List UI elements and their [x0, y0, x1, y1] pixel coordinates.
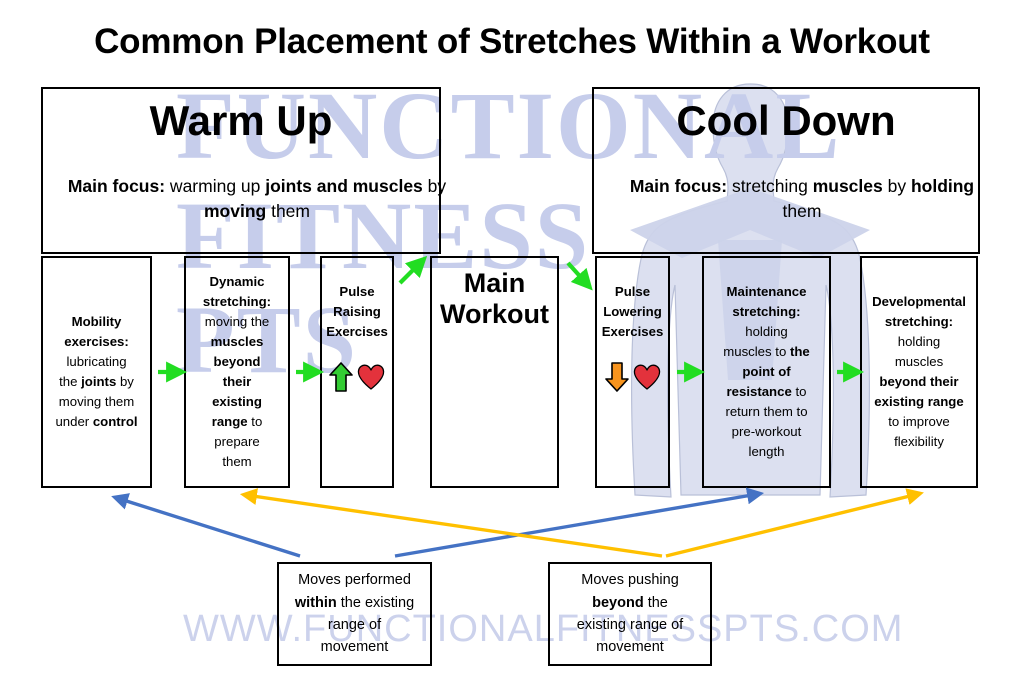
cooldown-focus-b1: muscles — [812, 176, 883, 196]
dynamic-l8a: range — [211, 414, 248, 430]
cap-beyond-l3: existing range of — [576, 617, 684, 633]
step-pulse-lowering-exercises[interactable]: Pulse Lowering Exercises — [595, 256, 670, 488]
red-heart-icon — [357, 364, 385, 390]
red-heart-icon — [633, 364, 660, 390]
main-workout-l2: Workout — [440, 299, 549, 330]
warmup-heading: Warm Up — [41, 100, 441, 142]
cooldown-heading: Cool Down — [592, 100, 980, 142]
maint-l4a: muscles to — [723, 343, 790, 359]
mobility-l6a: under — [55, 414, 93, 430]
step-mobility-exercises[interactable]: Mobility exercises: lubricating the join… — [41, 256, 152, 488]
pulse-raise-l1: Pulse — [339, 284, 375, 299]
dynamic-l10: them — [222, 454, 252, 470]
arrow-beyond-to-dynamic — [239, 488, 663, 558]
step-dynamic-stretching[interactable]: Dynamic stretching: moving the muscles b… — [184, 256, 290, 488]
arrow-beyond-to-developmental — [665, 488, 924, 558]
dynamic-l8b: to — [247, 414, 263, 430]
maint-l3: holding — [745, 323, 788, 339]
dev-l6: existing range — [874, 394, 964, 410]
maint-title-l1: Maintenance — [726, 283, 807, 299]
warmup-focus-b2: moving — [203, 200, 267, 221]
warmup-focus-t1: warming up — [165, 176, 266, 196]
step-pulse-raising-exercises[interactable]: Pulse Raising Exercises — [320, 256, 394, 488]
orange-down-arrow-icon — [604, 362, 629, 392]
warmup-focus-t3: them — [266, 200, 310, 221]
cooldown-focus-label: Main focus: — [629, 176, 728, 196]
caption-beyond-range[interactable]: Moves pushing beyond the existing range … — [548, 562, 712, 666]
cooldown-focus-b2: holding — [910, 176, 975, 196]
maint-l6a: resistance — [726, 384, 792, 400]
cooldown-focus: Main focus: stretching muscles by holdin… — [629, 176, 975, 221]
link-arrows — [111, 487, 924, 558]
step-maintenance-stretching[interactable]: Maintenance stretching: holding muscles … — [702, 256, 831, 488]
dynamic-l4: muscles — [210, 333, 264, 349]
dynamic-l7: existing — [212, 394, 262, 410]
warmup-section-frame — [41, 87, 441, 254]
arrow-within-to-maintenance — [394, 487, 765, 558]
mobility-title-l1: Mobility — [71, 313, 122, 329]
maint-title-l2: stretching: — [732, 303, 801, 319]
dynamic-l5: beyond — [213, 353, 261, 369]
mobility-title-l2: exercises: — [64, 333, 129, 349]
main-workout-l1: Main — [463, 268, 526, 298]
pulse-raising-icons — [329, 362, 385, 392]
pulse-lower-l2: Lowering — [603, 304, 662, 320]
dynamic-l3: moving the — [204, 313, 270, 329]
mobility-l4c: by — [116, 374, 134, 389]
cap-beyond-l4: movement — [596, 639, 664, 656]
pulse-lower-l1: Pulse — [614, 284, 651, 299]
dev-title-l1: Developmental — [872, 293, 966, 309]
dynamic-title-l2: stretching: — [202, 293, 272, 309]
step-main-workout[interactable]: Main Workout — [430, 256, 559, 488]
cap-beyond-l1: Moves pushing — [581, 572, 679, 589]
cap-within-l2a: within — [294, 594, 337, 611]
mobility-l4b: joints — [81, 374, 117, 389]
pulse-lower-l3: Exercises — [601, 324, 664, 340]
green-up-arrow-icon — [329, 362, 353, 392]
dev-title-l2: stretching: — [884, 313, 954, 329]
dev-l4: muscles — [894, 353, 944, 369]
warmup-focus-t2: by — [422, 176, 447, 196]
mobility-l4a: the — [59, 374, 82, 389]
mobility-l6b: control — [92, 414, 138, 430]
dev-l8: flexibility — [894, 434, 944, 450]
dev-l5: beyond their — [879, 374, 959, 389]
dev-l3: holding — [897, 333, 941, 349]
cap-beyond-l2b: the — [643, 594, 668, 611]
dynamic-l9: prepare — [214, 434, 260, 450]
cap-within-l4: movement — [320, 639, 389, 656]
dynamic-l6: their — [222, 374, 252, 389]
maint-l8: pre-workout — [731, 424, 802, 440]
pulse-raise-l3: Exercises — [326, 324, 388, 340]
warmup-focus: Main focus: warming up joints and muscle… — [41, 174, 473, 224]
maint-l4b: the — [789, 343, 810, 359]
warmup-focus-label: Main focus: — [67, 176, 166, 196]
cap-within-l2b: the existing — [336, 594, 415, 611]
maint-l5: point of — [742, 363, 791, 379]
maint-l7: return them to — [725, 404, 808, 420]
step-developmental-stretching[interactable]: Developmental stretching: holding muscle… — [860, 256, 978, 488]
mobility-l3: lubricating — [66, 353, 127, 369]
cap-beyond-l2a: beyond — [592, 594, 644, 611]
cooldown-title: Cool Down — [676, 97, 896, 144]
page-title: Common Placement of Stretches Within a W… — [94, 22, 930, 61]
warmup-focus-b1: joints and muscles — [265, 176, 423, 196]
arrow-main-workout-to-pulse-lowering — [566, 261, 593, 291]
pulse-raise-l2: Raising — [333, 304, 381, 320]
pulse-lowering-icons — [604, 362, 661, 392]
arrow-within-to-mobility — [111, 493, 301, 558]
dynamic-title-l1: Dynamic — [209, 273, 265, 289]
cap-within-l3: range of — [327, 617, 382, 633]
warmup-title: Warm Up — [149, 97, 333, 144]
arrow-pulse-raising-to-main-workout — [398, 255, 428, 285]
mobility-l5: moving them — [58, 394, 135, 410]
cap-within-l1: Moves performed — [298, 572, 411, 589]
dev-l7: to improve — [888, 414, 950, 430]
maint-l9: length — [748, 444, 785, 460]
caption-within-range[interactable]: Moves performed within the existing rang… — [277, 562, 432, 666]
maint-l6b: to — [791, 384, 807, 400]
